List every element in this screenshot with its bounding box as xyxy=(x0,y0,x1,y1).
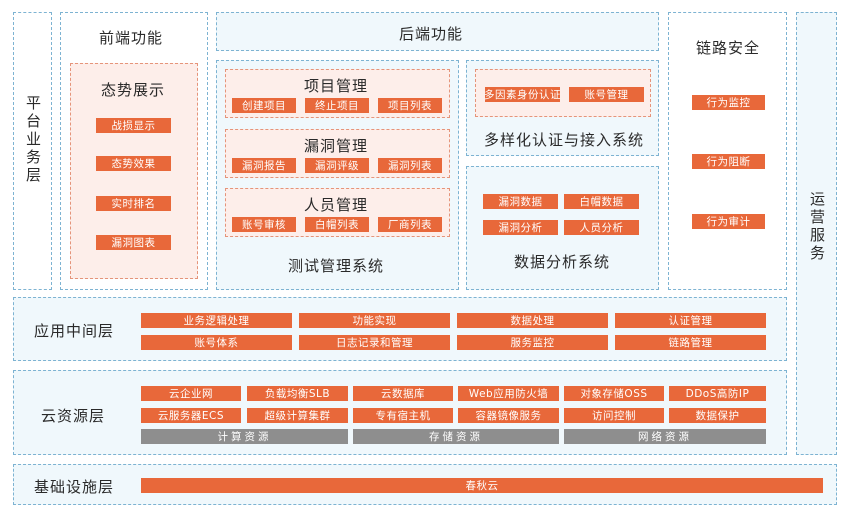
situation-item: 态势效果 xyxy=(96,156,171,171)
platform-layer-label: 平台业务层 xyxy=(24,95,42,185)
data-item: 漏洞数据 xyxy=(483,194,558,209)
vuln-mgmt-box: 漏洞管理 漏洞报告 漏洞评级 漏洞列表 xyxy=(225,129,450,178)
cloud-item: Web应用防火墙 xyxy=(458,386,559,401)
data-system-title: 数据分析系统 xyxy=(514,253,611,271)
people-item: 厂商列表 xyxy=(378,217,442,232)
link-security-title: 链路安全 xyxy=(696,39,761,57)
middleware-item: 数据处理 xyxy=(457,313,608,328)
data-item: 漏洞分析 xyxy=(483,220,558,235)
frontend-panel: 前端功能 态势展示 战损显示 态势效果 实时排名 漏洞图表 xyxy=(60,12,208,290)
data-item: 白帽数据 xyxy=(564,194,639,209)
infra-item: 春秋云 xyxy=(141,478,823,493)
link-security-item: 行为阻断 xyxy=(692,154,765,169)
cloud-item: 云企业网 xyxy=(141,386,241,401)
project-item: 项目列表 xyxy=(378,98,442,113)
cloud-item: 数据保护 xyxy=(669,408,766,423)
vuln-item: 漏洞列表 xyxy=(378,158,442,173)
backend-title: 后端功能 xyxy=(399,25,464,43)
project-mgmt-title: 项目管理 xyxy=(304,77,369,95)
situation-item: 漏洞图表 xyxy=(96,235,171,250)
people-mgmt-box: 人员管理 账号审核 白帽列表 厂商列表 xyxy=(225,188,450,237)
auth-system-title: 多样化认证与接入系统 xyxy=(484,131,645,149)
situation-item: 战损显示 xyxy=(96,118,171,133)
middleware-item: 日志记录和管理 xyxy=(299,335,450,350)
link-security-item: 行为监控 xyxy=(692,95,765,110)
test-system-panel: 项目管理 创建项目 终止项目 项目列表 漏洞管理 漏洞报告 漏洞评级 漏洞列表 … xyxy=(216,60,459,290)
storage-resource: 存储资源 xyxy=(353,429,559,444)
middleware-item: 链路管理 xyxy=(615,335,766,350)
backend-header: 后端功能 xyxy=(216,12,659,51)
ops-service-panel: 运营服务 xyxy=(796,12,837,455)
middleware-item: 功能实现 xyxy=(299,313,450,328)
situation-item: 实时排名 xyxy=(96,196,171,211)
cloud-layer-panel: 云资源层 云企业网 负载均衡SLB 云数据库 Web应用防火墙 对象存储OSS … xyxy=(13,370,787,455)
infra-layer-panel: 基础设施层 春秋云 xyxy=(13,464,837,505)
data-system-panel: 漏洞数据 白帽数据 漏洞分析 人员分析 数据分析系统 xyxy=(466,166,659,290)
cloud-item: 云服务器ECS xyxy=(141,408,241,423)
infra-layer-label: 基础设施层 xyxy=(34,478,115,496)
vuln-item: 漏洞评级 xyxy=(305,158,369,173)
auth-item: 多因素身份认证 xyxy=(484,87,561,102)
cloud-item: 负载均衡SLB xyxy=(247,386,348,401)
test-system-title: 测试管理系统 xyxy=(288,257,385,275)
compute-resource: 计算资源 xyxy=(141,429,348,444)
middleware-layer-panel: 应用中间层 业务逻辑处理 功能实现 数据处理 认证管理 账号体系 日志记录和管理… xyxy=(13,297,787,361)
link-security-panel: 链路安全 行为监控 行为阻断 行为审计 xyxy=(668,12,787,290)
platform-layer-label-box: 平台业务层 xyxy=(13,12,52,290)
cloud-item: 专有宿主机 xyxy=(353,408,453,423)
cloud-item: 对象存储OSS xyxy=(564,386,664,401)
project-item: 终止项目 xyxy=(305,98,369,113)
cloud-layer-label: 云资源层 xyxy=(41,407,106,425)
ops-service-label: 运营服务 xyxy=(808,191,826,263)
auth-item: 账号管理 xyxy=(569,87,644,102)
project-item: 创建项目 xyxy=(232,98,296,113)
auth-system-panel: 多因素身份认证 账号管理 多样化认证与接入系统 xyxy=(466,60,659,156)
network-resource: 网络资源 xyxy=(564,429,766,444)
middleware-layer-label: 应用中间层 xyxy=(34,322,115,340)
vuln-item: 漏洞报告 xyxy=(232,158,296,173)
situation-display-title: 态势展示 xyxy=(101,81,166,99)
middleware-item: 账号体系 xyxy=(141,335,292,350)
cloud-item: 超级计算集群 xyxy=(247,408,348,423)
middleware-item: 服务监控 xyxy=(457,335,608,350)
middleware-item: 认证管理 xyxy=(615,313,766,328)
cloud-item: DDoS高防IP xyxy=(669,386,766,401)
data-item: 人员分析 xyxy=(564,220,639,235)
project-mgmt-box: 项目管理 创建项目 终止项目 项目列表 xyxy=(225,69,450,118)
people-mgmt-title: 人员管理 xyxy=(304,196,369,214)
middleware-item: 业务逻辑处理 xyxy=(141,313,292,328)
cloud-item: 容器镜像服务 xyxy=(458,408,559,423)
auth-items-box: 多因素身份认证 账号管理 xyxy=(475,69,651,117)
frontend-title: 前端功能 xyxy=(99,29,164,47)
vuln-mgmt-title: 漏洞管理 xyxy=(304,137,369,155)
link-security-item: 行为审计 xyxy=(692,214,765,229)
people-item: 白帽列表 xyxy=(305,217,369,232)
situation-display-box: 态势展示 战损显示 态势效果 实时排名 漏洞图表 xyxy=(70,63,198,279)
people-item: 账号审核 xyxy=(232,217,296,232)
cloud-item: 云数据库 xyxy=(353,386,453,401)
cloud-item: 访问控制 xyxy=(564,408,664,423)
